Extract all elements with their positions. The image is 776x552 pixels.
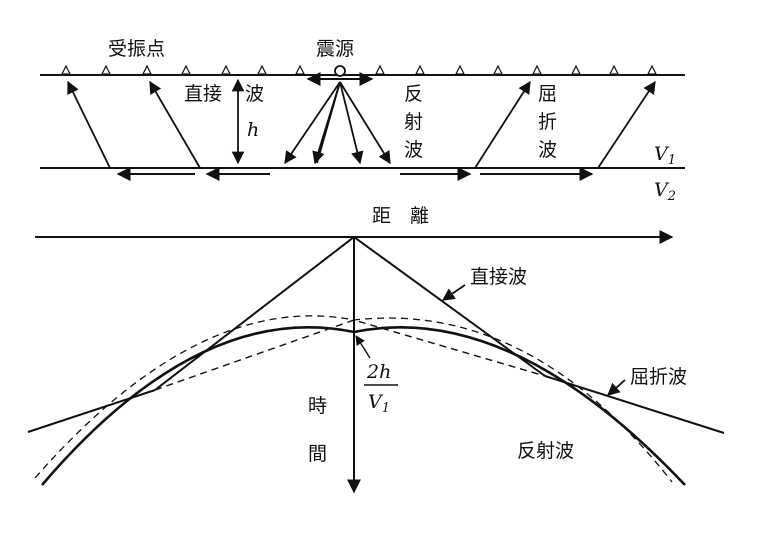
reflected-rays <box>284 81 391 165</box>
refracted-wave-pointer <box>607 379 626 396</box>
source-label: 震源 <box>316 38 354 60</box>
reflected-wave-label-2: 射 <box>404 111 423 133</box>
refracted-wave-line-right <box>544 375 725 434</box>
direct-wave-curve <box>154 235 546 391</box>
time-label-2: 間 <box>308 443 327 465</box>
receiver-triangle <box>455 64 465 75</box>
receiver-triangle <box>101 64 111 75</box>
reflected-wave-label-3: 波 <box>404 139 423 161</box>
refracted-wave-label-2: 折 <box>538 111 557 133</box>
receiver-triangle <box>61 64 71 75</box>
reflected-wave-solid <box>41 325 686 486</box>
source-marker <box>334 65 346 77</box>
v1-label: V1 <box>654 143 676 168</box>
receiver-triangle <box>257 64 267 75</box>
time-label-1: 時 <box>308 395 327 417</box>
refracted-wave-label-1: 屈 <box>538 83 557 105</box>
receiver-triangle <box>493 64 503 75</box>
receiver-triangle <box>142 64 152 75</box>
receiver-markers <box>61 64 657 75</box>
v2-label: V2 <box>654 179 676 204</box>
receiver-triangle <box>181 64 191 75</box>
receiver-triangle <box>571 64 581 75</box>
receiver-triangle <box>647 64 657 75</box>
refracted-wave-label: 屈折波 <box>630 366 687 388</box>
refracted-rays <box>67 80 656 169</box>
reflected-wave-dashed <box>34 315 673 483</box>
receiver-triangle <box>609 64 619 75</box>
travel-time-graph: 距 離 時 間 直接波 屈折波 反射波 2h V1 <box>27 205 725 494</box>
receiver-triangle <box>415 64 425 75</box>
reflected-wave-label-1: 反 <box>404 83 423 105</box>
intercept-denominator: V1 <box>368 391 390 416</box>
intercept-numerator: 2h <box>366 361 391 383</box>
receivers-label: 受振点 <box>108 38 165 60</box>
distance-label: 距 離 <box>372 205 429 227</box>
h-label: h <box>247 119 259 141</box>
cross-section: 受振点 震源 直接 波 h 反 射 波 屈 折 波 V1 V2 <box>40 38 685 204</box>
receiver-triangle <box>221 64 231 75</box>
receiver-triangle <box>295 64 305 75</box>
refracted-wave-label-3: 波 <box>538 139 557 161</box>
direct-wave-label-a: 直接 <box>184 83 222 105</box>
receiver-triangle <box>375 64 385 75</box>
intercept-pointer <box>355 335 371 359</box>
direct-wave-label: 直接波 <box>470 266 527 288</box>
direct-wave-pointer <box>441 284 466 301</box>
receiver-triangle <box>532 64 542 75</box>
reflected-wave-label: 反射波 <box>517 440 574 462</box>
direct-wave-label-b: 波 <box>245 83 264 105</box>
refracted-wave-line-left <box>27 389 156 433</box>
